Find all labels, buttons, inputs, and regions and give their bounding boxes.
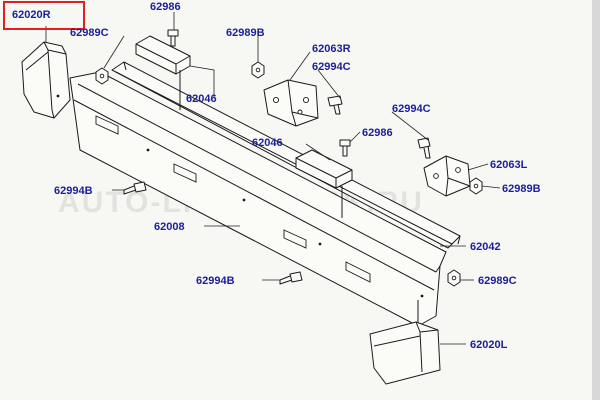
bracket-middle-drawing (295, 149, 353, 218)
label-62046-b[interactable]: 62046 (252, 137, 283, 149)
label-62994B-left[interactable]: 62994B (54, 185, 93, 197)
mount-bracket-left-drawing (423, 155, 471, 197)
label-62008[interactable]: 62008 (154, 221, 185, 233)
bolt-62994B-left-drawing (123, 181, 147, 195)
bolt-62986-top-drawing (167, 29, 179, 47)
nut-62989C-top-drawing (95, 67, 109, 85)
highlight-box (3, 1, 85, 30)
mount-bracket-right-drawing (263, 79, 319, 127)
leader-lines (45, 12, 501, 345)
label-62020R[interactable]: 62020R (12, 9, 51, 21)
label-62994C-b[interactable]: 62994C (392, 103, 431, 115)
label-62986-top[interactable]: 62986 (150, 1, 181, 13)
label-62042[interactable]: 62042 (470, 241, 501, 253)
label-62063R[interactable]: 62063R (312, 43, 351, 55)
reinforcement-bar-drawing (111, 61, 461, 249)
right-edge-strip (592, 0, 600, 400)
corner-cap-right-drawing (21, 41, 71, 119)
nut-62989C-bottom-drawing (447, 269, 461, 287)
label-62994B-bottom[interactable]: 62994B (196, 275, 235, 287)
label-62994C-a[interactable]: 62994C (312, 61, 351, 73)
nut-62989B-right-drawing (469, 177, 483, 195)
label-62989B-top[interactable]: 62989B (226, 27, 265, 39)
label-62989B-right[interactable]: 62989B (502, 183, 541, 195)
bolt-62994C-b-drawing (417, 137, 431, 159)
nut-62989B-top-drawing (251, 61, 265, 79)
corner-cap-left-drawing (369, 321, 441, 385)
label-62989C-top[interactable]: 62989C (70, 27, 109, 39)
label-62046-a[interactable]: 62046 (186, 93, 217, 105)
label-62989C-bottom[interactable]: 62989C (478, 275, 517, 287)
label-62986-mid[interactable]: 62986 (362, 127, 393, 139)
part-labels: 62020R 62986 62989C 62989B 62063R 62994C… (12, 1, 541, 351)
label-62020L[interactable]: 62020L (470, 339, 508, 351)
bolt-62994B-bottom-drawing (279, 271, 303, 285)
bolt-62986-mid-drawing (339, 139, 351, 157)
bolt-62994C-a-drawing (327, 95, 343, 115)
label-62063L[interactable]: 62063L (490, 159, 528, 171)
